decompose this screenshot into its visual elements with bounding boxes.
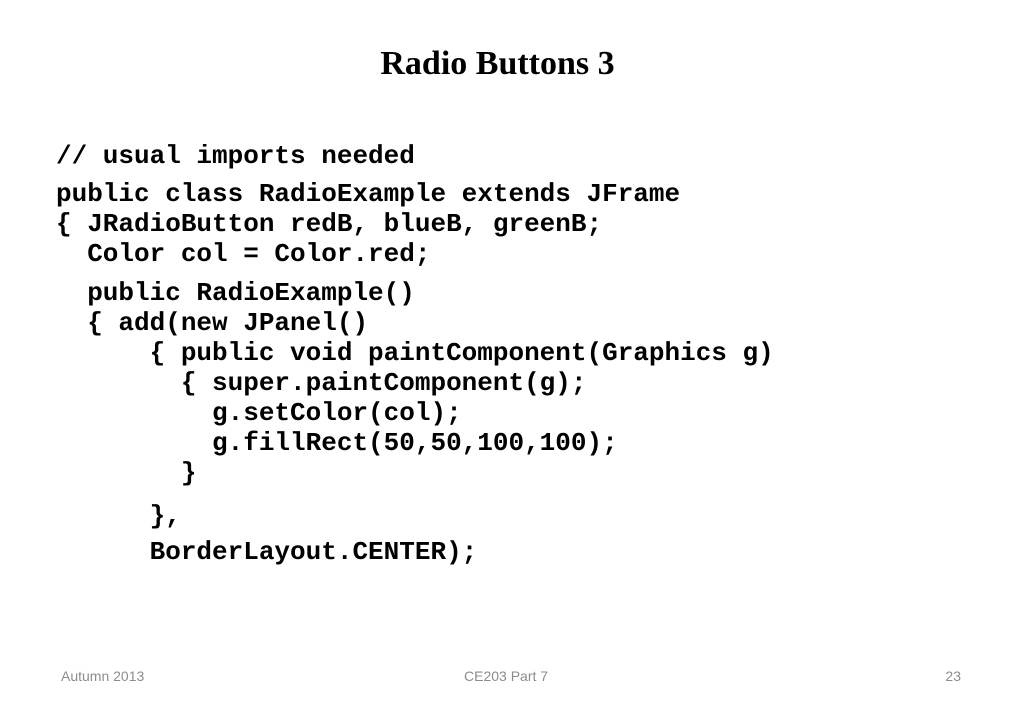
slide-number: 23 xyxy=(945,668,961,684)
code-line-6: { add(new JPanel() xyxy=(56,308,369,338)
code-line-12: }, xyxy=(56,501,181,531)
code-line-7: { public void paintComponent(Graphics g) xyxy=(56,338,774,368)
code-line-9: g.setColor(col); xyxy=(56,398,462,428)
footer-date: Autumn 2013 xyxy=(61,668,145,684)
code-line-3: { JRadioButton redB, blueB, greenB; xyxy=(56,209,603,239)
code-line-4: Color col = Color.red; xyxy=(56,239,431,269)
code-line-13: BorderLayout.CENTER); xyxy=(56,537,478,567)
code-line-11: } xyxy=(56,458,197,488)
code-line-1: // usual imports needed xyxy=(56,141,415,171)
footer-course: CE203 Part 7 xyxy=(464,668,549,684)
slide-title: Radio Buttons 3 xyxy=(380,45,615,82)
code-line-2: public class RadioExample extends JFrame xyxy=(56,179,681,209)
code-line-5: public RadioExample() xyxy=(56,278,415,308)
code-line-8: { super.paintComponent(g); xyxy=(56,368,587,398)
code-line-10: g.fillRect(50,50,100,100); xyxy=(56,428,618,458)
